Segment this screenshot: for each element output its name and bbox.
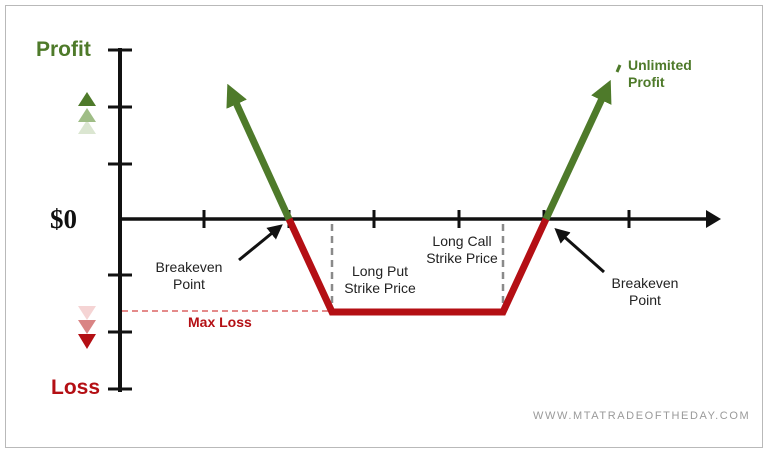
long-call-label: Long Call Strike Price [422, 233, 502, 267]
long-call-line2: Strike Price [426, 249, 498, 266]
long-put-line1: Long Put [351, 263, 409, 279]
max-loss-label: Max Loss [188, 314, 252, 330]
right-profit-arrow [542, 79, 612, 221]
y-axis-ticks [108, 48, 132, 391]
long-put-label: Long Put Strike Price [334, 263, 426, 297]
loss-label: Loss [51, 376, 101, 399]
diagram-frame [5, 5, 763, 448]
breakeven-right-line1: Breakeven [611, 275, 679, 291]
unlimited-profit-label: Unlimited Profit [628, 57, 692, 91]
long-put-line2: Strike Price [344, 279, 416, 296]
breakeven-right-line2: Point [629, 291, 661, 308]
breakeven-left-line1: Breakeven [155, 259, 223, 275]
stacked-up-triangles-icon [78, 92, 96, 134]
left-profit-arrow [226, 83, 293, 221]
zero-label: $0 [50, 204, 77, 234]
breakeven-left-line2: Point [173, 275, 205, 292]
stacked-down-triangles-icon [78, 306, 96, 349]
breakeven-left-pointer [238, 224, 283, 262]
x-axis-arrowhead [706, 210, 721, 228]
breakeven-right-label: Breakeven Point [600, 275, 690, 309]
unlimited-profit-line1: Unlimited [628, 57, 692, 73]
watermark: WWW.MTATRADEOFTHEDAY.COM [533, 410, 751, 422]
unlimited-profit-tick [615, 64, 622, 73]
long-call-line1: Long Call [432, 233, 492, 249]
breakeven-right-pointer [554, 228, 605, 274]
breakeven-left-label: Breakeven Point [146, 259, 232, 293]
unlimited-profit-line2: Profit [628, 73, 665, 90]
loss-region-line [285, 217, 550, 316]
profit-label: Profit [36, 38, 91, 61]
